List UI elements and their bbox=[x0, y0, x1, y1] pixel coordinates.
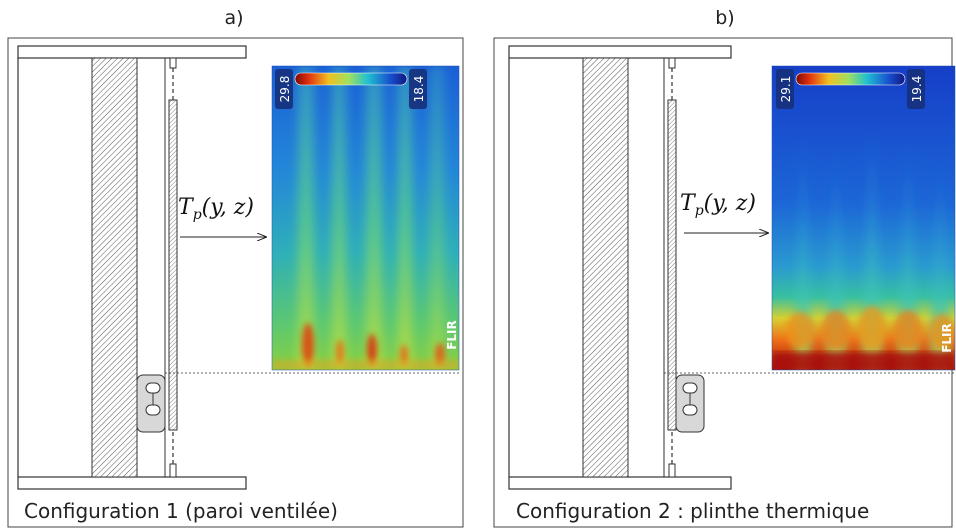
flir-logo-b: FLIR bbox=[940, 323, 954, 353]
top-plate bbox=[17, 45, 247, 59]
heater-icon bbox=[675, 374, 705, 433]
colorbar-b: 29.1 19.4 bbox=[776, 69, 925, 109]
bottom-stop bbox=[668, 463, 676, 478]
wall-panel bbox=[667, 99, 677, 431]
bottom-plate bbox=[17, 476, 247, 490]
top-stop bbox=[668, 57, 676, 69]
svg-text:Tp(y, z): Tp(y, z) bbox=[178, 195, 254, 223]
thermal-image-a: 29.8 18.4 FLIR bbox=[271, 65, 460, 371]
caption-b: Configuration 2 : plinthe thermique bbox=[516, 499, 869, 523]
colorbar-max-b: 29.1 bbox=[779, 76, 793, 103]
top-plate bbox=[508, 45, 732, 59]
heater-icon bbox=[136, 374, 166, 433]
panel-b: b) bbox=[493, 7, 956, 528]
panel-a-letter: a) bbox=[224, 7, 243, 29]
bottom-stop bbox=[169, 463, 177, 478]
thermal-image-b: 29.1 19.4 FLIR bbox=[771, 65, 956, 371]
caption-a: Configuration 1 (paroi ventilée) bbox=[24, 499, 338, 523]
svg-text:Tp(y, z): Tp(y, z) bbox=[680, 191, 756, 219]
flir-logo-a: FLIR bbox=[445, 320, 459, 350]
panel-b-letter: b) bbox=[715, 7, 734, 29]
insulation-layer bbox=[582, 57, 629, 478]
bottom-plate bbox=[508, 476, 732, 490]
colorbar-min-a: 18.4 bbox=[412, 76, 426, 103]
tp-annotation-b: Tp(y, z) bbox=[680, 191, 768, 233]
top-stop bbox=[169, 57, 177, 69]
colorbar-max-a: 29.8 bbox=[278, 76, 292, 103]
colorbar-min-b: 19.4 bbox=[910, 76, 924, 103]
insulation-layer bbox=[91, 57, 138, 478]
wall-panel bbox=[168, 99, 178, 431]
panel-a: a) bbox=[7, 7, 464, 528]
tp-annotation-a: Tp(y, z) bbox=[178, 195, 266, 237]
colorbar-a: 29.8 18.4 bbox=[275, 69, 427, 109]
panel-a-frame bbox=[7, 37, 464, 528]
